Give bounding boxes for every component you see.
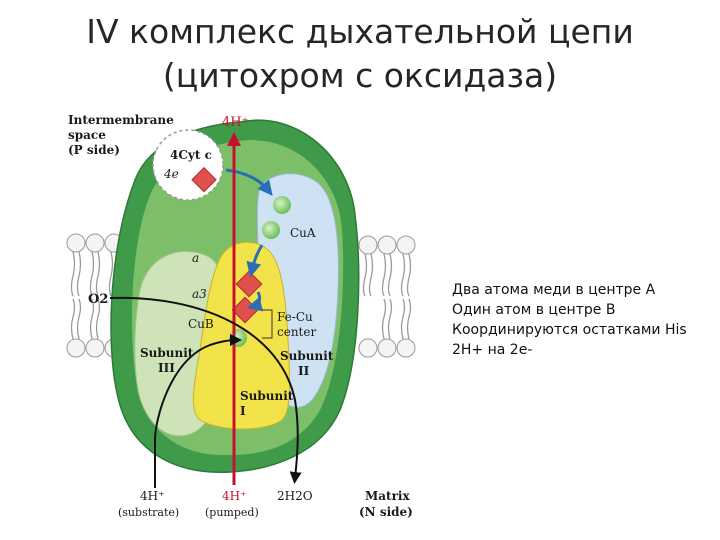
- p-side-label: (P side): [68, 143, 120, 157]
- note-line-2: Один атом в центре В: [452, 302, 616, 318]
- subunit-i-label-1: Subunit: [240, 389, 294, 403]
- membrane-right: [358, 235, 416, 358]
- subunit-iii-label-2: III: [158, 361, 175, 375]
- proton-pump-arrowhead: [227, 132, 241, 146]
- note-line-4: 2H+ на 2e-: [452, 342, 533, 358]
- subunit-ii-label-1: Subunit: [280, 349, 334, 363]
- fe-cu-bracket: [262, 309, 273, 339]
- fe-cu-label-1: Fe-Cu: [277, 310, 313, 324]
- subunit-i-label-2: I: [240, 404, 246, 418]
- intermembrane-label: Intermembrane: [68, 113, 174, 127]
- substrate-label: (substrate): [118, 506, 179, 519]
- oxygen-path-arrow: [109, 296, 302, 484]
- cub-label: CuB: [188, 317, 214, 331]
- space-label: space: [68, 128, 106, 142]
- fe-cu-label-2: center: [277, 325, 316, 339]
- cua-label: CuA: [290, 226, 316, 240]
- subunit-ii-label-2: II: [298, 364, 310, 378]
- heme-a3-label: a3: [192, 287, 207, 301]
- cub-ball: [229, 329, 247, 347]
- cua-ball-2: [262, 221, 280, 239]
- title-line-1: IV комплекс дыхательной цепи: [86, 12, 634, 51]
- substrate-proton-arrow: [154, 334, 242, 488]
- o2-label: O2: [88, 292, 108, 307]
- page-title: IV комплекс дыхательной цепи (цитохром с…: [60, 10, 660, 98]
- notes-block: Два атома меди в центре А Один атом в це…: [452, 280, 687, 360]
- heme-a-label: a: [192, 251, 199, 265]
- electron-path-arrows: [225, 168, 273, 312]
- n-side-label: (N side): [359, 505, 413, 519]
- title-line-2: (цитохром с оксидаза): [162, 56, 558, 95]
- h-pumped-label: 4H⁺: [222, 489, 246, 503]
- note-line-1: Два атома меди в центре А: [452, 282, 656, 298]
- h-substrate-label: 4H⁺: [140, 489, 164, 503]
- water-label: 2H2O: [277, 489, 313, 503]
- cyt-c-circle: [152, 129, 224, 201]
- heme-a-icon: [235, 270, 263, 298]
- matrix-label: Matrix: [365, 489, 410, 503]
- h-top-label: 4H⁺: [222, 115, 248, 130]
- electrons-label: 4e: [163, 167, 179, 181]
- cyt-c-label: 4Cyt c: [170, 148, 212, 162]
- subunit-iii-label-1: Subunit: [140, 346, 194, 360]
- cyt-c-heme-icon: [191, 166, 217, 193]
- cua-ball-1: [273, 196, 291, 214]
- note-line-3: Координируются остатками His: [452, 322, 687, 338]
- pumped-label: (pumped): [205, 506, 259, 519]
